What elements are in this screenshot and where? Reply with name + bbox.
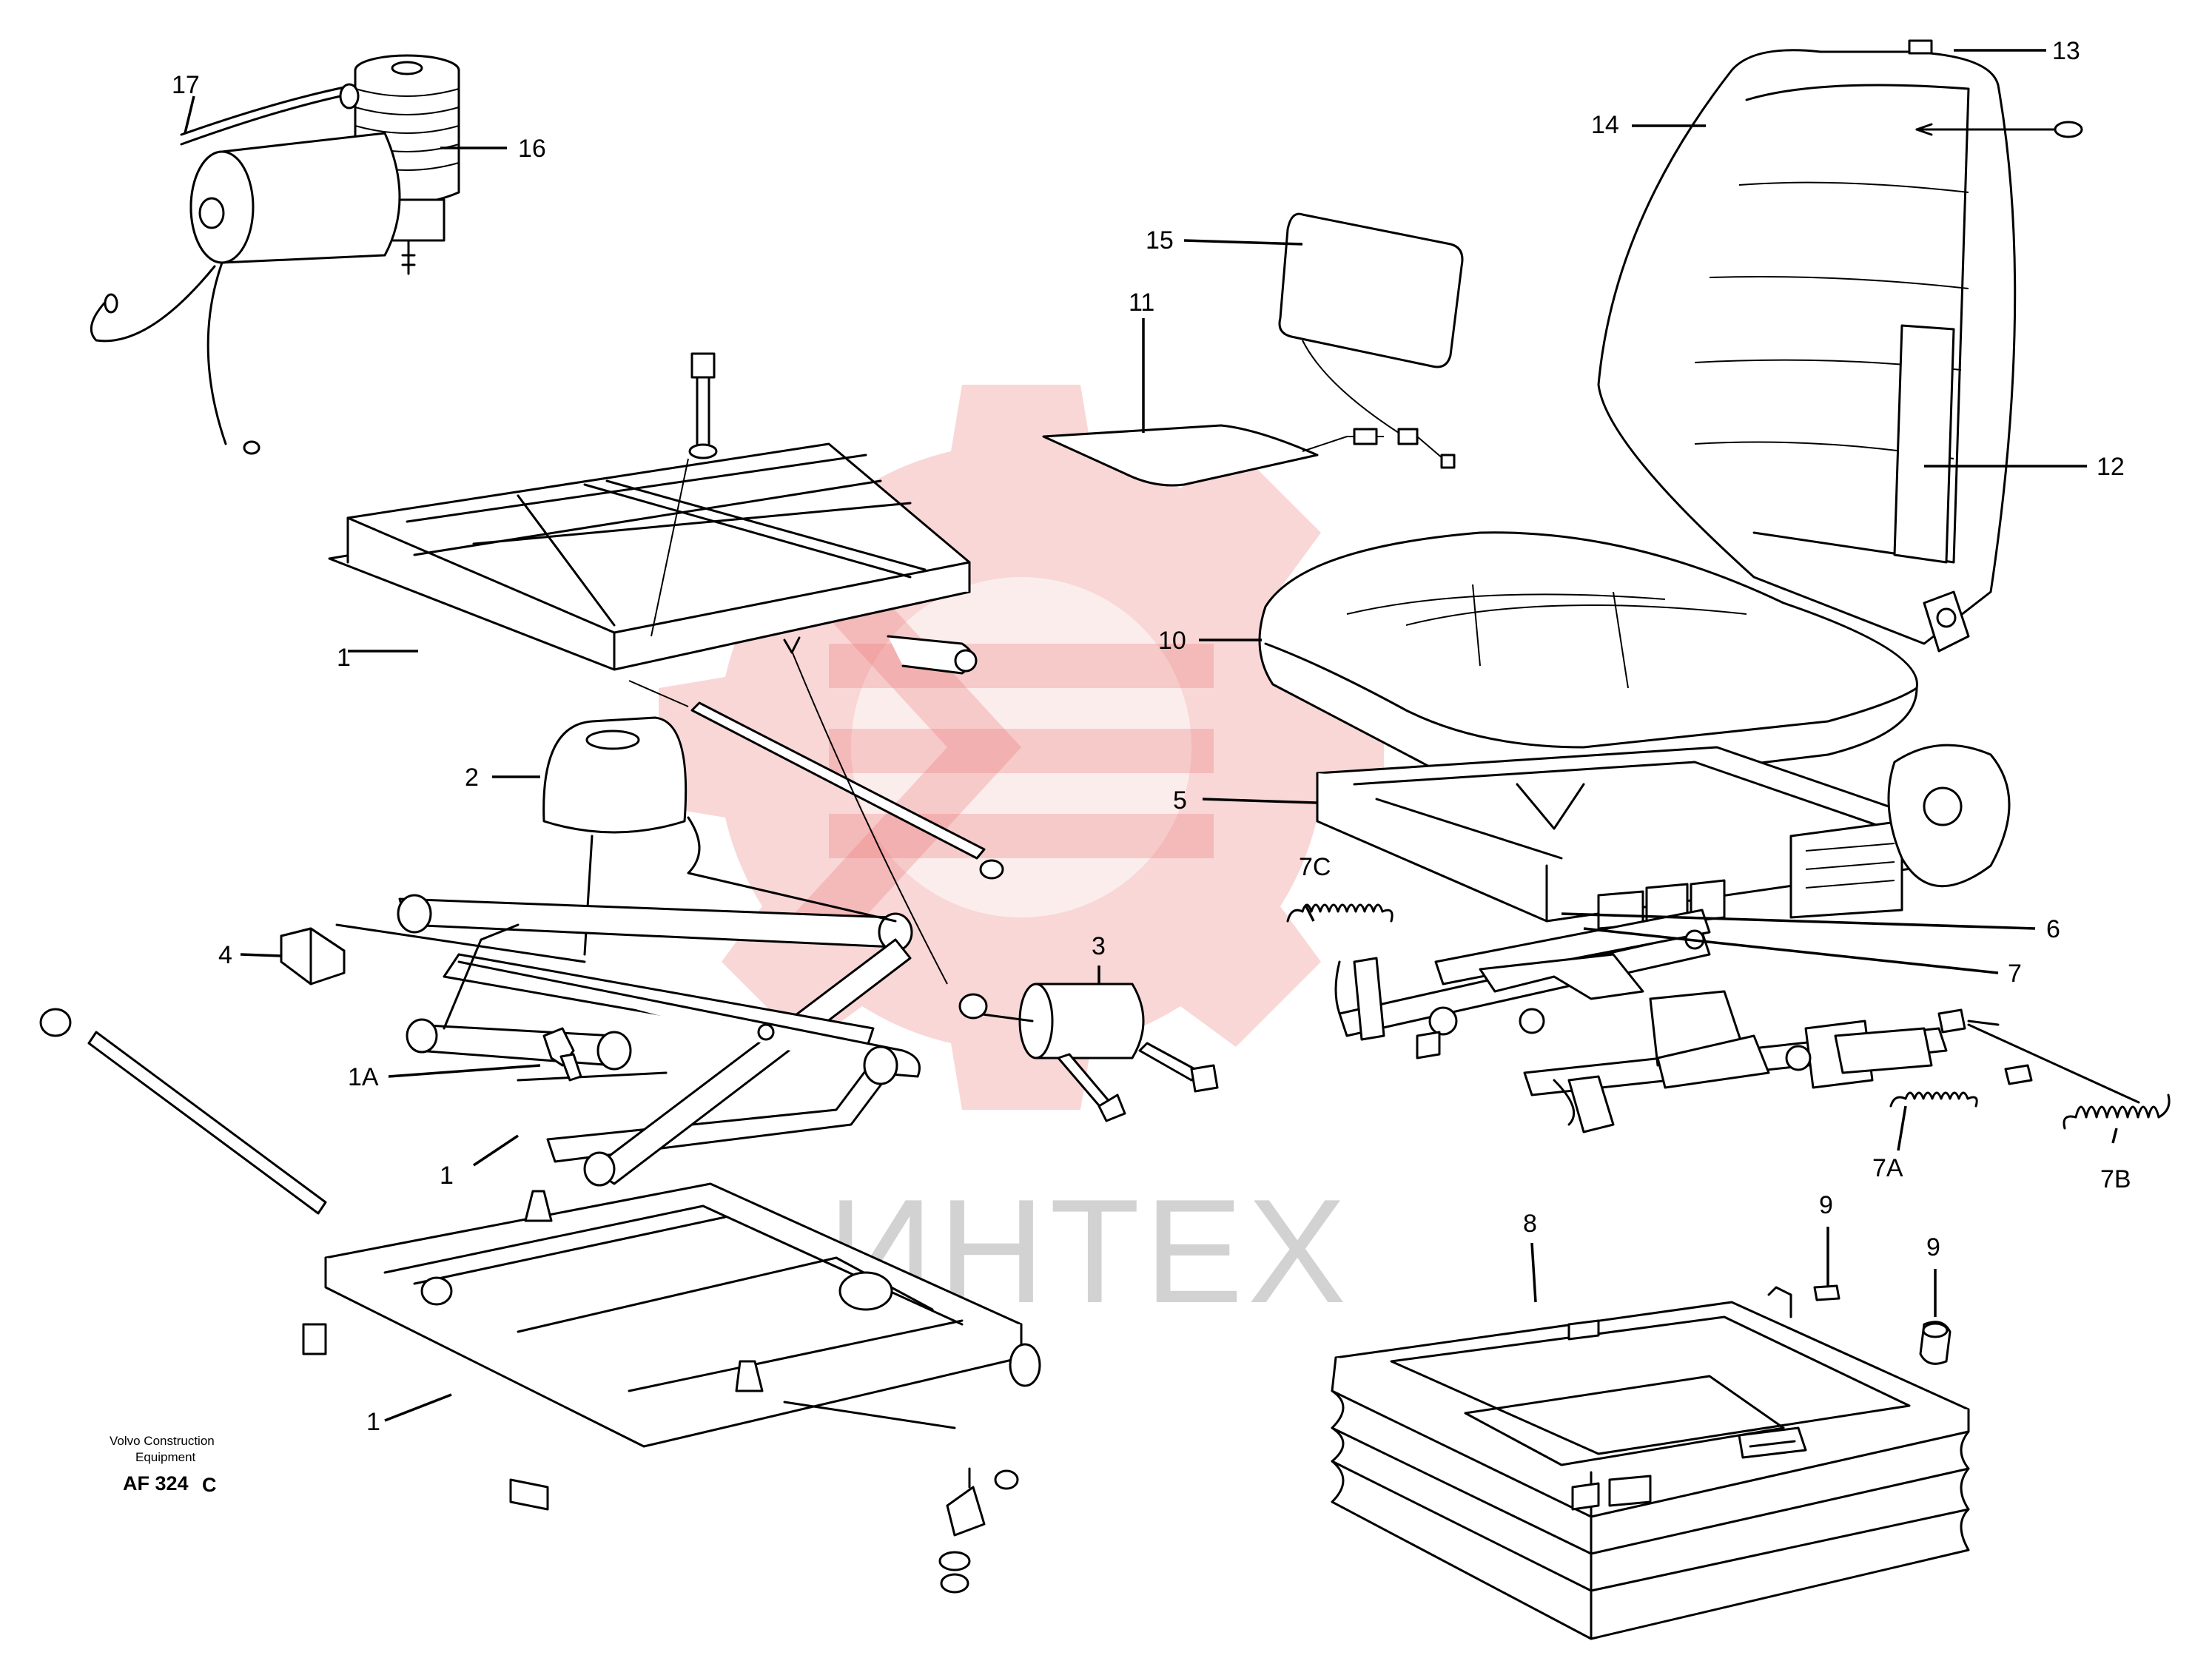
part-11-cushion-heater: [1042, 424, 1456, 487]
spring-7a: [1889, 1091, 1978, 1108]
part-14-seat-back: [1597, 39, 2083, 653]
leader-lines: [184, 49, 2118, 1422]
part-17-motor: [90, 83, 401, 455]
label-1-top: 1: [337, 644, 351, 672]
label-16: 16: [518, 135, 546, 163]
drawing-footer: Volvo Construction Equipment AF 324 C: [110, 1434, 217, 1496]
label-9-clip: 9: [1926, 1233, 1940, 1261]
part-4-bracket: [280, 923, 586, 985]
label-13: 13: [2052, 37, 2080, 65]
label-15: 15: [1146, 226, 1174, 255]
part-1-top-frame: [328, 352, 1004, 880]
label-7a: 7A: [1872, 1154, 1903, 1182]
part-15-backrest-heater: [1278, 212, 1464, 445]
label-1a: 1A: [348, 1063, 379, 1091]
label-12: 12: [2097, 453, 2125, 481]
part-2-bump-stop: [542, 716, 688, 956]
callout-labels: 17 16 13 14 15 11 12 10 1 2 5 7C 6 3 7 4…: [172, 37, 2131, 1436]
spring-7b: [2063, 1094, 2171, 1130]
label-7b: 7B: [2100, 1165, 2131, 1193]
label-2: 2: [465, 764, 479, 792]
part-8-bellows: [1331, 1284, 1970, 1640]
footer-drawing-code: AF 324: [123, 1472, 189, 1495]
label-17: 17: [172, 71, 200, 99]
scissor-mechanism: [397, 816, 921, 1187]
label-9-bolt: 9: [1819, 1191, 1833, 1219]
spring-7c: [1286, 903, 1394, 923]
footer-brand-line2: Equipment: [135, 1450, 196, 1464]
label-3: 3: [1092, 932, 1106, 960]
label-4: 4: [218, 941, 232, 969]
footer-drawing-code-suffix: C: [202, 1474, 217, 1496]
label-7c: 7C: [1299, 853, 1331, 881]
label-5: 5: [1173, 786, 1187, 815]
label-1-bottom: 1: [366, 1408, 380, 1436]
part-10-seat-cushion: [1258, 531, 1918, 787]
footer-brand-line1: Volvo Construction: [110, 1434, 215, 1448]
label-10: 10: [1158, 627, 1186, 655]
label-6: 6: [2046, 915, 2060, 943]
label-7: 7: [2008, 960, 2022, 988]
label-11: 11: [1129, 289, 1154, 317]
part-5-seat-pan: [1316, 744, 2011, 930]
part-7-slide-mechanism: [1334, 909, 2140, 1133]
label-14: 14: [1591, 111, 1619, 139]
part-3-shock-absorber: [783, 636, 1219, 1122]
part-1-bottom-frame: [39, 1008, 1041, 1594]
label-8: 8: [1523, 1210, 1537, 1238]
label-1-mid: 1: [440, 1162, 454, 1190]
